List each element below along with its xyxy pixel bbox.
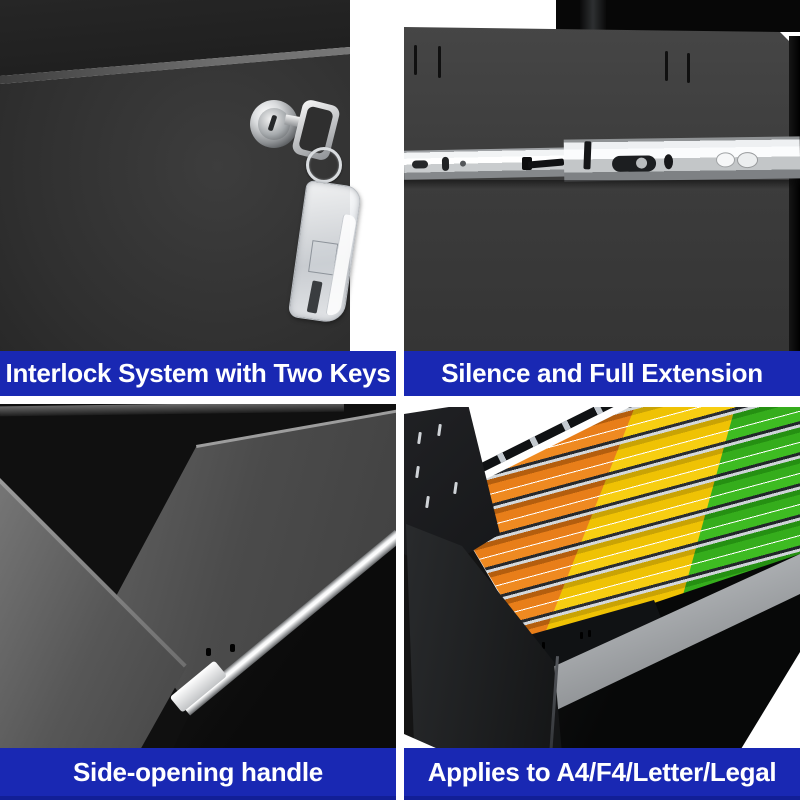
rail-latch-tip (522, 157, 532, 170)
rim-hole (542, 642, 545, 649)
rim-hole (588, 630, 591, 637)
vent-slit (665, 51, 668, 81)
vent-slit (438, 46, 441, 78)
caption-banner-interlock: Interlock System with Two Keys (0, 351, 396, 396)
rail-bearing-pin (635, 157, 648, 169)
front-panel-hole (230, 644, 235, 652)
panel-slit (437, 423, 442, 437)
panel-slit (425, 495, 430, 509)
panel-side-handle: Side-opening handle (0, 404, 396, 800)
rail-recessed-slot (611, 155, 657, 172)
rail-hook (583, 141, 592, 170)
rail-oval-hole (663, 154, 674, 170)
panel-paper-sizes: Applies to A4/F4/Letter/Legal (404, 404, 800, 800)
vent-slit (687, 53, 690, 83)
rail-mount-hole (441, 156, 450, 172)
panel-slit (415, 465, 420, 479)
rail-mount-slot (411, 160, 429, 169)
rim-hole (580, 632, 583, 639)
drawer-back-panel (404, 27, 800, 351)
caption-banner-handle: Side-opening handle (0, 748, 396, 800)
rail-cutout (736, 151, 759, 169)
rail-rivet (459, 160, 467, 167)
rail-drop-shadow (404, 180, 800, 189)
panel-full-extension: Silence and Full Extension (404, 0, 800, 396)
spare-key-blade (306, 280, 323, 314)
caption-banner-paper-sizes: Applies to A4/F4/Letter/Legal (404, 748, 800, 800)
rail-cutout (715, 152, 736, 168)
slide-rail-outer-section (563, 136, 800, 182)
background-top-strip (404, 404, 800, 407)
panel-slit (453, 481, 458, 495)
caption-banner-extension: Silence and Full Extension (404, 351, 800, 396)
vent-slit (414, 45, 417, 75)
panel-interlock-keys: Interlock System with Two Keys (0, 0, 396, 396)
panel-slit (417, 431, 422, 445)
front-panel-hole (206, 648, 211, 656)
panel-right-edge (789, 36, 800, 351)
key-ring (306, 147, 342, 183)
